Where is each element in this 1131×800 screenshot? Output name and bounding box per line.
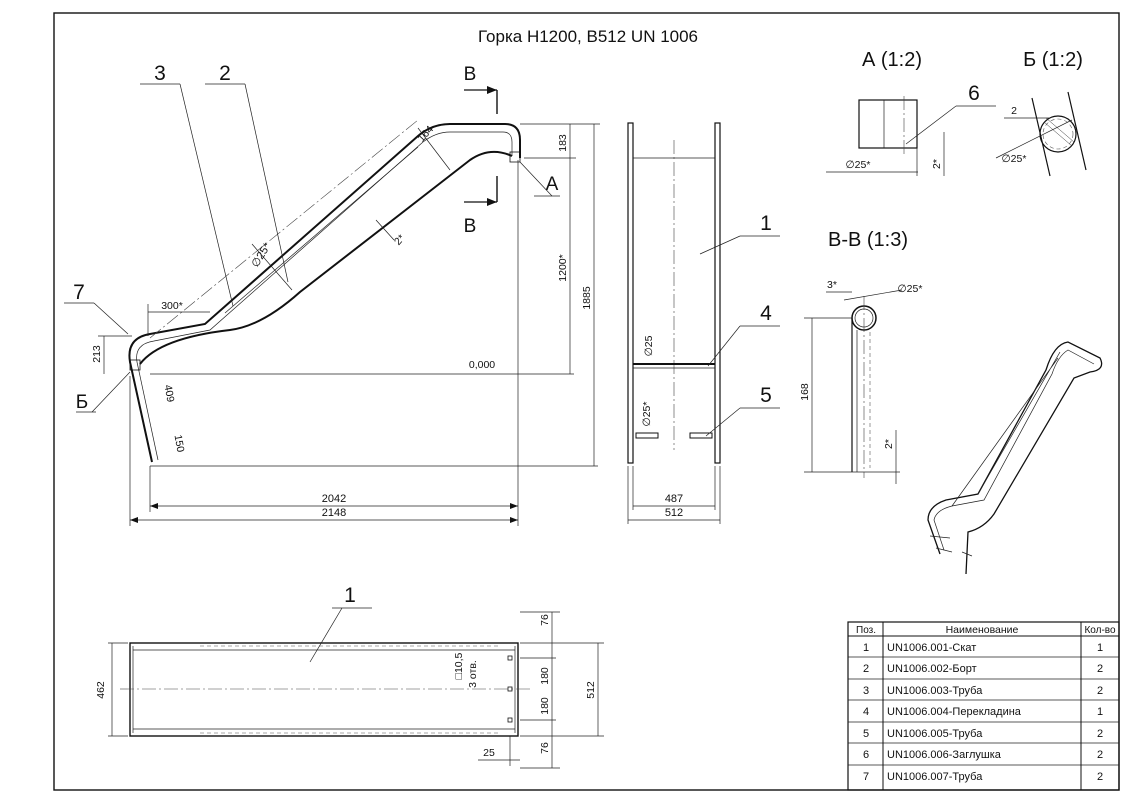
section-label-top: В bbox=[464, 64, 477, 85]
table-row: 4 UN1006.004-Перекладина 1 bbox=[863, 706, 1103, 718]
bom-header-name: Наименование bbox=[946, 624, 1019, 636]
bom-row-5-qty: 2 bbox=[1097, 728, 1103, 740]
dim-plan-hole: □10,5 bbox=[453, 652, 465, 679]
detail-a-label: А bbox=[546, 174, 559, 195]
dim-a-2: 2* bbox=[931, 159, 943, 169]
bom-row-3-pos: 3 bbox=[863, 685, 869, 697]
table-row: 2 UN1006.002-Борт 2 bbox=[863, 663, 1103, 675]
dim-150: 150 bbox=[172, 434, 187, 453]
dim-512-front: 512 bbox=[665, 507, 683, 519]
table-row: 6 UN1006.006-Заглушка 2 bbox=[863, 749, 1103, 761]
table-row: 3 UN1006.003-Труба 2 bbox=[863, 685, 1103, 697]
dim-vv-2: 2* bbox=[883, 439, 895, 449]
table-row: 7 UN1006.007-Труба 2 bbox=[863, 771, 1103, 783]
bom-row-1-name: UN1006.001-Скат bbox=[887, 642, 976, 654]
dim-plan-76-top: 76 bbox=[539, 614, 551, 626]
bom-row-2-pos: 2 bbox=[863, 663, 869, 675]
side-rail-tube bbox=[128, 123, 521, 463]
dim-300: 300* bbox=[161, 300, 183, 312]
position-1-front-label: 1 bbox=[760, 212, 772, 235]
bom-row-2-name: UN1006.002-Борт bbox=[887, 663, 977, 675]
dim-plan-462: 462 bbox=[95, 681, 107, 699]
dim-vv-168: 168 bbox=[799, 383, 811, 401]
bom-table: Поз. Наименование Кол-во 1 UN1006.001-Ск… bbox=[847, 621, 1120, 791]
plan-view: 1 □10,5 3 отв. 76 180 180 76 512 462 25 bbox=[95, 584, 604, 769]
dim-183: 183 bbox=[557, 134, 569, 152]
bom-row-3-name: UN1006.003-Труба bbox=[887, 685, 983, 697]
position-1-plan-label: 1 bbox=[344, 584, 356, 607]
dim-2148: 2148 bbox=[322, 507, 346, 519]
dim-1200: 1200* bbox=[557, 254, 569, 281]
detail-b-title: Б (1:2) bbox=[1023, 49, 1083, 71]
dim-213: 213 bbox=[91, 345, 103, 363]
bom-row-7-qty: 2 bbox=[1097, 771, 1103, 783]
side-view: В В А Б 3 2 7 300* 164 ∅25* 2* bbox=[64, 62, 600, 526]
dim-d25-front: ∅25 bbox=[643, 335, 655, 356]
bom-row-3-qty: 2 bbox=[1097, 685, 1103, 697]
position-6-label: 6 bbox=[968, 82, 980, 105]
table-row: 5 UN1006.005-Труба 2 bbox=[863, 728, 1103, 740]
position-5-label: 5 bbox=[760, 384, 772, 407]
detail-a: А (1:2) 6 ∅25* 2* bbox=[826, 49, 996, 176]
bom-row-7-name: UN1006.007-Труба bbox=[887, 771, 983, 783]
dim-487: 487 bbox=[665, 493, 683, 505]
dim-d25s-front: ∅25* bbox=[641, 402, 653, 427]
dim-1885: 1885 bbox=[581, 286, 593, 310]
dim-plan-holes-count: 3 отв. bbox=[467, 660, 479, 688]
bom-row-5-pos: 5 bbox=[863, 728, 869, 740]
front-view: 1 4 5 ∅25 ∅25* 487 512 bbox=[627, 122, 780, 524]
detail-b-label: Б bbox=[76, 392, 88, 413]
bom-row-7-pos: 7 bbox=[863, 771, 869, 783]
bom-header-pos: Поз. bbox=[856, 625, 876, 636]
bom-row-5-name: UN1006.005-Труба bbox=[887, 728, 983, 740]
dim-plan-25: 25 bbox=[483, 747, 495, 759]
section-vv: В-В (1:3) ∅25* 3* 168 2* bbox=[799, 229, 922, 484]
dim-plan-76-bottom: 76 bbox=[539, 742, 551, 754]
dim-a-d25: ∅25* bbox=[846, 159, 871, 171]
dim-zero-level: 0,000 bbox=[469, 359, 495, 371]
bom-row-1-pos: 1 bbox=[863, 642, 869, 654]
sheet-frame bbox=[53, 12, 1120, 791]
table-row: 1 UN1006.001-Скат 1 bbox=[863, 642, 1103, 654]
position-2-label: 2 bbox=[219, 62, 231, 85]
dim-plan-512: 512 bbox=[585, 681, 597, 699]
dim-plan-180-a: 180 bbox=[539, 667, 551, 685]
position-3-label: 3 bbox=[154, 62, 166, 85]
bom-row-6-pos: 6 bbox=[863, 749, 869, 761]
position-7-label: 7 bbox=[73, 281, 85, 304]
section-label-bottom: В bbox=[464, 216, 477, 237]
side-chute-bottom bbox=[139, 150, 513, 365]
dim-vv-d25: ∅25* bbox=[898, 283, 923, 295]
detail-a-title: А (1:2) bbox=[862, 49, 922, 71]
dim-vv-3: 3* bbox=[827, 279, 837, 291]
dim-b-2: 2 bbox=[1011, 105, 1017, 117]
drawing-title: Горка Н1200, В512 UN 1006 bbox=[478, 27, 698, 46]
bom-row-2-qty: 2 bbox=[1097, 663, 1103, 675]
dim-plan-180-b: 180 bbox=[539, 697, 551, 715]
bom-row-6-qty: 2 bbox=[1097, 749, 1103, 761]
bom-header-qty: Кол-во bbox=[1084, 625, 1116, 636]
isometric-view bbox=[927, 341, 1103, 575]
position-4-label: 4 bbox=[760, 302, 772, 325]
bom-row-4-name: UN1006.004-Перекладина bbox=[887, 706, 1022, 718]
section-vv-title: В-В (1:3) bbox=[828, 229, 908, 251]
bom-row-6-name: UN1006.006-Заглушка bbox=[887, 749, 1002, 761]
dim-2042: 2042 bbox=[322, 493, 346, 505]
dim-b-d25: ∅25* bbox=[1002, 153, 1027, 165]
bom-row-4-qty: 1 bbox=[1097, 706, 1103, 718]
detail-b: Б (1:2) 2 ∅25* bbox=[995, 49, 1087, 177]
bom-row-1-qty: 1 bbox=[1097, 642, 1103, 654]
bom-row-4-pos: 4 bbox=[863, 706, 869, 718]
dim-409: 409 bbox=[162, 384, 177, 403]
dim-2-side: 2* bbox=[392, 232, 408, 247]
